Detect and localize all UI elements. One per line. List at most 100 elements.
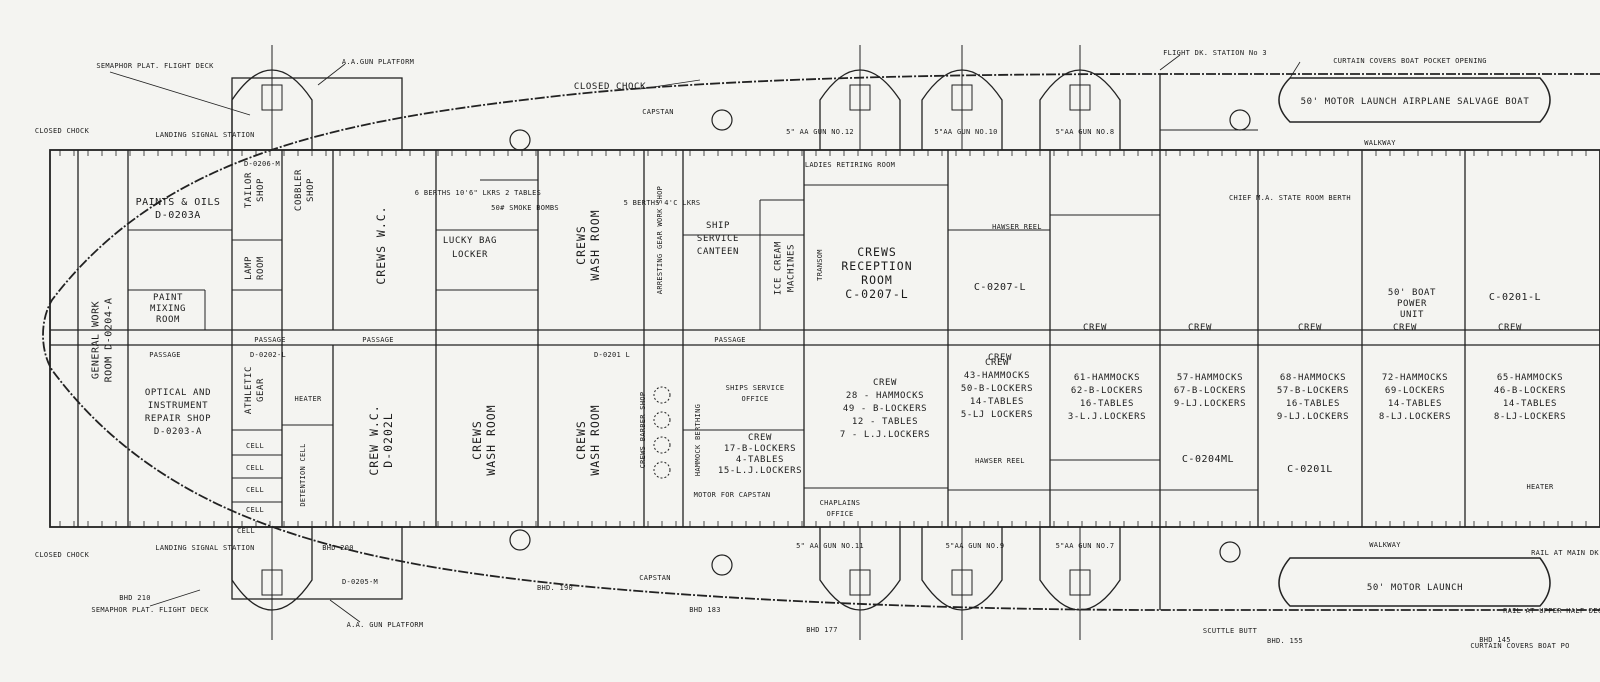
- room-label-crew-72: 14-TABLES: [1388, 399, 1442, 409]
- label-lockers-4: 5 BERTHS 4'C LKRS: [624, 199, 701, 207]
- room-label-boat-power: POWER: [1397, 299, 1427, 309]
- gun-mount: [849, 569, 871, 596]
- callout-curtain-top: CURTAIN COVERS BOAT POCKET OPENING: [1333, 57, 1487, 65]
- label-cell-3: CELL: [246, 486, 264, 494]
- leader-line: [329, 599, 361, 623]
- room-label-general-work: ROOM D-0204-A: [104, 298, 115, 383]
- callout-rail-main: RAIL AT MAIN DK: [1531, 549, 1599, 557]
- room-label-barber: CREWS BARBER SHOP: [639, 392, 647, 469]
- room-label-crew-175: CREW: [748, 433, 772, 443]
- room-label-crew-175: 4-TABLES: [736, 455, 784, 465]
- room-label-paint-mixing: MIXING: [150, 304, 186, 314]
- room-label-crew-wc-bottom: D-0202L: [381, 412, 395, 467]
- room-label-lucky-bag: LOCKER: [452, 250, 488, 260]
- room-label-optical: D-0203-A: [154, 427, 202, 437]
- gun-mount: [1069, 84, 1091, 111]
- callout-curtain-bottom: CURTAIN COVERS BOAT PO: [1470, 642, 1569, 650]
- room-label-cobbler: COBBLER: [294, 169, 304, 211]
- room-label-crews-wash-1: CREWS: [574, 225, 588, 265]
- label-smoke-bombs: 50# SMOKE BOMBS: [491, 204, 559, 212]
- room-label-c0201l-low: C-0201L: [1287, 464, 1333, 475]
- room-label-boat-power: 50' BOAT: [1388, 288, 1436, 298]
- leader-line: [109, 71, 251, 116]
- callout-aa-top: A.A.GUN PLATFORM: [342, 58, 414, 66]
- callout-bhd-190: BHD. 190: [537, 584, 573, 592]
- room-label-crews-wash-3: WASH ROOM: [588, 404, 602, 475]
- callout-landing-top: LANDING SIGNAL STATION: [155, 131, 254, 139]
- callout-walkway-bottom: WALKWAY: [1369, 541, 1401, 549]
- room-label-cobbler: SHOP: [306, 178, 316, 202]
- room-label-tailor: SHOP: [256, 178, 266, 202]
- capstan: [509, 129, 531, 151]
- callout-flight-station: FLIGHT DK. STATION No 3: [1163, 49, 1267, 57]
- gun-mount: [951, 569, 973, 596]
- room-label-lamp: ROOM: [256, 256, 266, 280]
- label-gun-11: 5" AA GUN NO.11: [796, 542, 864, 550]
- label-d0201l: D-0201 L: [594, 351, 630, 359]
- motor-launch-hull: [1278, 557, 1551, 607]
- aa-gun-platform: [231, 77, 403, 151]
- room-label-paint-mixing: PAINT: [153, 293, 183, 303]
- gun-mount: [951, 84, 973, 111]
- label-gun-9: 5"AA GUN NO.9: [946, 542, 1005, 550]
- room-label-crew-43: 50-B-LOCKERS: [961, 384, 1033, 394]
- room-label-athletic: ATHLETIC: [244, 366, 254, 414]
- room-label-crews-wash-1: WASH ROOM: [588, 209, 602, 280]
- callout-rail-upper: RAIL AT UPPER HALF DECK: [1503, 607, 1600, 615]
- room-label-paints: D-0203A: [155, 210, 201, 221]
- callout-bhd-155: BHD. 155: [1267, 637, 1303, 645]
- room-label-athletic: GEAR: [256, 378, 266, 402]
- callout-closed-chock-l2: CLOSED CHOCK: [35, 551, 90, 559]
- leader-line: [1289, 61, 1301, 79]
- room-label-crew-57: 9-LJ.LOCKERS: [1174, 399, 1246, 409]
- room-label-c0201l-high: C-0201-L: [1489, 292, 1541, 303]
- room-label-chaplain: CHAPLAINS: [820, 499, 861, 507]
- label-gun-10: 5"AA GUN NO.10: [934, 128, 997, 136]
- room-label-chaplain: OFFICE: [826, 510, 853, 518]
- capstan: [1229, 109, 1251, 131]
- aa-gun-platform: [231, 526, 403, 600]
- room-label-crew-61: 62-B-LOCKERS: [1071, 386, 1143, 396]
- label-six-berths: 6 BERTHS 10'6" LKRS 2 TABLES: [415, 189, 541, 197]
- room-label-ice-cream: MACHINES: [787, 244, 797, 292]
- callout-closed-chock-top: CLOSED CHOCK: [574, 82, 646, 92]
- label-crew-5: CREW: [1498, 323, 1522, 333]
- hull-outline: [42, 73, 1600, 611]
- barber-chair: [653, 411, 671, 429]
- label-chief-ma: CHIEF M.A. STATE ROOM BERTH: [1229, 194, 1351, 202]
- room-label-tailor: TAILOR: [244, 172, 254, 208]
- room-label-crew-61: 16-TABLES: [1080, 399, 1134, 409]
- deck-outline: [49, 149, 1600, 528]
- room-label-crew-68: 9-LJ.LOCKERS: [1277, 412, 1349, 422]
- gun-mount: [1069, 569, 1091, 596]
- label-passage-3: PASSAGE: [362, 336, 394, 344]
- label-cell-4: CELL: [246, 506, 264, 514]
- room-label-crew-68: 68-HAMMOCKS: [1280, 373, 1346, 383]
- room-label-crew-68: 16-TABLES: [1286, 399, 1340, 409]
- label-heater-1: HEATER: [294, 395, 322, 403]
- room-label-crew-43: 14-TABLES: [970, 397, 1024, 407]
- label-crew-2: CREW: [1188, 323, 1212, 333]
- capstan: [711, 554, 733, 576]
- barber-chair: [653, 436, 671, 454]
- room-label-reception: C-0207-L: [845, 287, 908, 301]
- room-label-crew-72: 72-HAMMOCKS: [1382, 373, 1448, 383]
- capstan: [509, 529, 531, 551]
- room-label-crew-65: 65-HAMMOCKS: [1497, 373, 1563, 383]
- room-label-crew-43: 43-HAMMOCKS: [964, 371, 1030, 381]
- leader-line: [1159, 54, 1181, 71]
- label-d0202l: D-0202-L: [250, 351, 286, 359]
- gun-mount: [261, 84, 283, 111]
- room-label-crew-65: 46-B-LOCKERS: [1494, 386, 1566, 396]
- callout-capstan-bottom: CAPSTAN: [639, 574, 671, 582]
- leader-line: [317, 63, 346, 86]
- room-label-crews-wash-2: WASH ROOM: [484, 404, 498, 475]
- label-crew-4: CREW: [1393, 323, 1417, 333]
- callout-walkway-top: WALKWAY: [1364, 139, 1396, 147]
- room-label-crew-43: 5-LJ LOCKERS: [961, 410, 1033, 420]
- callout-closed-chock-l1: CLOSED CHOCK: [35, 127, 90, 135]
- label-passage-4: PASSAGE: [714, 336, 746, 344]
- room-label-crew-68: 57-B-LOCKERS: [1277, 386, 1349, 396]
- label-crew-1: CREW: [1083, 323, 1107, 333]
